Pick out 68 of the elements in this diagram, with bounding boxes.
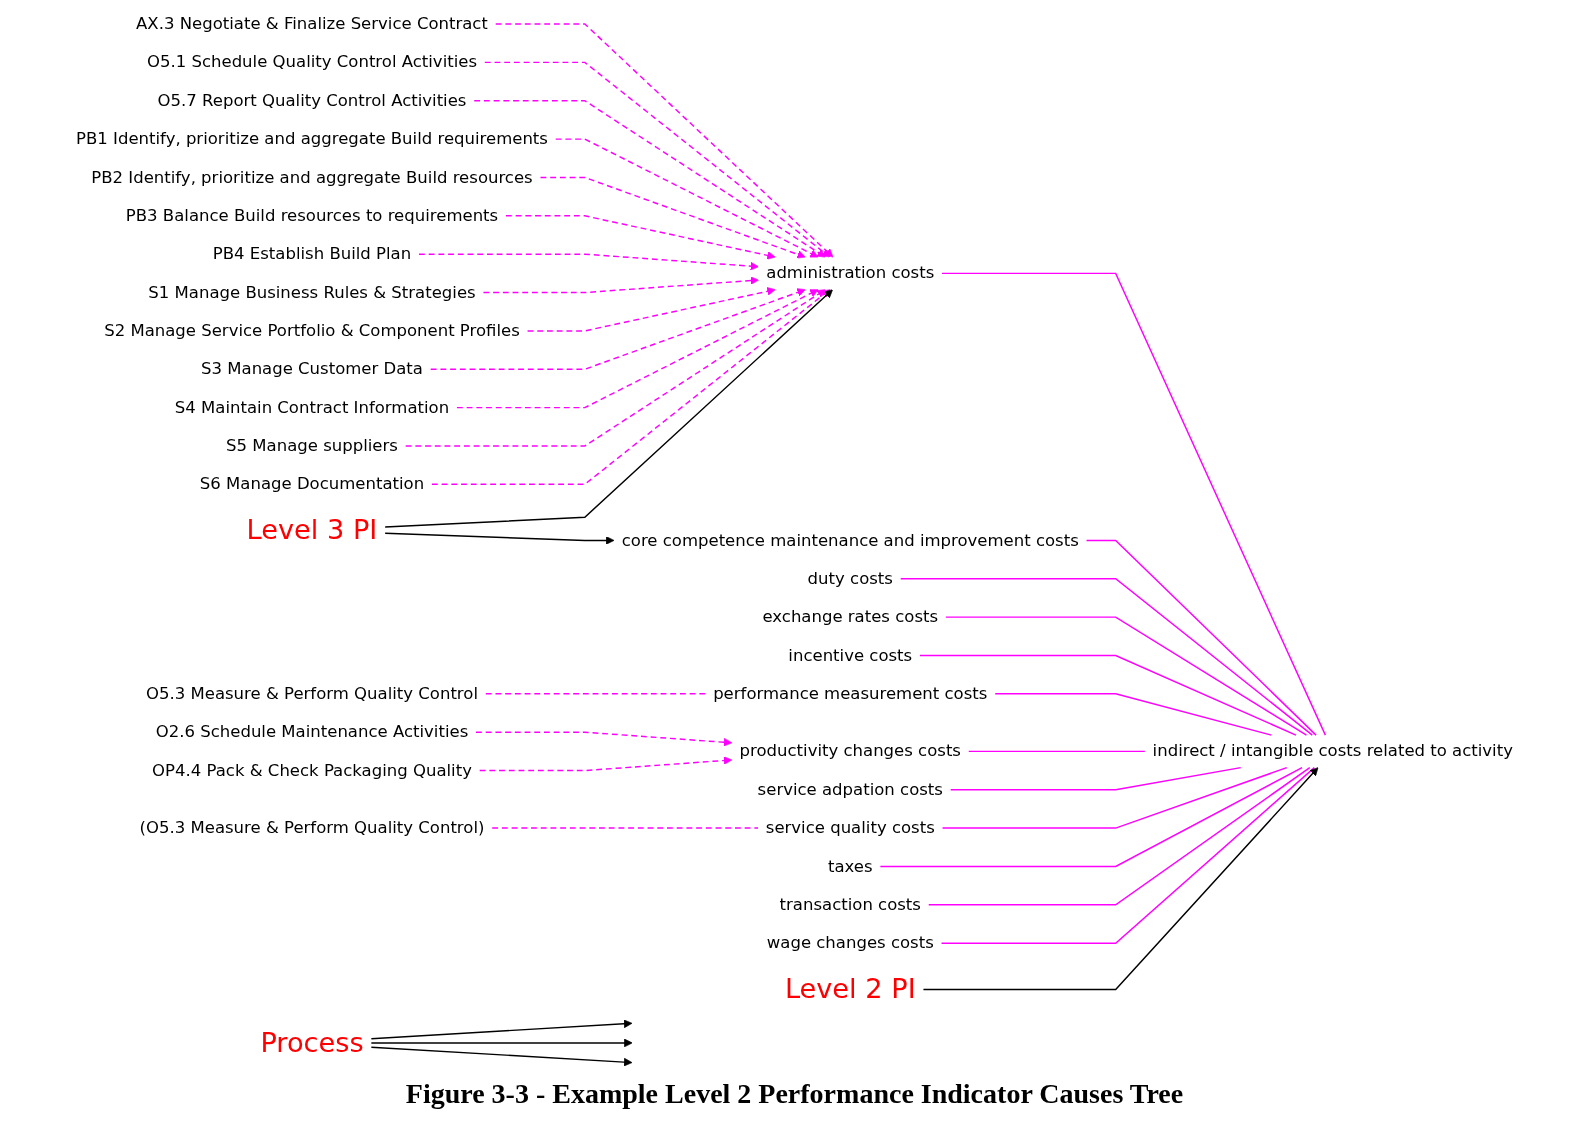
connector-line: [456, 289, 819, 409]
node-label: PB4 Establish Build Plan: [212, 242, 412, 266]
node-label: Level 2 PI: [784, 972, 916, 1008]
connector-line: [404, 289, 826, 447]
node-label: wage changes costs: [766, 931, 934, 955]
node-label: O5.7 Report Quality Control Activities: [157, 89, 467, 112]
connector-line: [485, 693, 707, 695]
connector-line: [484, 61, 831, 258]
connector-line: [473, 100, 826, 258]
connector-line: [418, 253, 759, 271]
node-label: indirect / intangible costs related to activity: [1152, 739, 1513, 763]
node-label: S1 Manage Business Rules & Strategies: [148, 281, 476, 304]
node-label: productivity changes costs: [739, 739, 961, 763]
node-label: core competence maintenance and improvement costs: [621, 528, 1079, 552]
node-label: AX.3 Negotiate & Finalize Service Contract: [136, 12, 488, 35]
node-label: service adpation costs: [757, 778, 943, 801]
connector-line: [922, 767, 1319, 991]
connector-line: [491, 827, 759, 829]
connector-line: [482, 276, 759, 294]
node-label: transaction costs: [779, 893, 921, 916]
connector-line: [539, 176, 806, 259]
node-label: PB1 Identify, prioritize and aggregate Build requirements: [76, 127, 548, 151]
connector-line: [478, 756, 733, 772]
node-label: incentive costs: [788, 644, 913, 667]
node-label: exchange rates costs: [762, 605, 939, 629]
connector-line: [945, 616, 1308, 736]
connector-line: [505, 215, 776, 260]
connector-line: [941, 272, 1327, 736]
connector-line: [940, 766, 1316, 944]
connector-line: [968, 750, 1146, 753]
connector-line: [899, 578, 1314, 736]
connector-line: [941, 766, 1288, 829]
node-label: S2 Manage Service Portfolio & Component Profiles: [104, 319, 520, 342]
connector-line: [879, 766, 1303, 868]
node-label: (O5.3 Measure & Perform Quality Control): [139, 816, 485, 840]
node-label: service quality costs: [765, 816, 935, 840]
node-label: PB2 Identify, prioritize and aggregate Build resources: [91, 166, 533, 189]
node-label: performance measurement costs: [713, 682, 988, 705]
node-label: S3 Manage Customer Data: [201, 357, 423, 381]
node-label: Process: [260, 1025, 364, 1061]
connector-line: [384, 289, 833, 528]
connector-line: [475, 731, 733, 747]
connector-line: [949, 766, 1242, 791]
node-label: O5.1 Schedule Quality Control Activities: [146, 50, 478, 74]
node-label: taxes: [827, 855, 873, 878]
node-label: administration costs: [766, 261, 935, 285]
node-label: Level 3 PI: [246, 513, 378, 549]
connector-line: [919, 654, 1297, 736]
node-label: S4 Maintain Contract Information: [174, 396, 450, 419]
connector-line: [370, 1038, 633, 1048]
connector-line: [555, 138, 819, 258]
connector-line: [430, 288, 806, 370]
connector-line: [494, 23, 834, 258]
connector-line: [994, 693, 1273, 736]
node-label: O2.6 Schedule Maintenance Activities: [155, 720, 469, 744]
node-label: S5 Manage suppliers: [226, 434, 398, 457]
node-label: OP4.4 Pack & Check Packaging Quality: [152, 759, 472, 782]
node-label: S6 Manage Documentation: [199, 472, 425, 496]
connector-line: [928, 766, 1311, 906]
connector-line: [370, 1019, 633, 1040]
node-label: O5.3 Measure & Perform Quality Control: [146, 682, 478, 705]
caption: Figure 3-3 - Example Level 2 Performance Indicator Causes Tree: [405, 1078, 1184, 1110]
connector-line: [526, 287, 776, 332]
node-label: duty costs: [807, 567, 893, 590]
node-label: PB3 Balance Build resources to requirements: [125, 204, 499, 227]
connector-line: [370, 1046, 633, 1067]
connector-line: [384, 532, 615, 545]
connector-line: [1085, 539, 1317, 736]
